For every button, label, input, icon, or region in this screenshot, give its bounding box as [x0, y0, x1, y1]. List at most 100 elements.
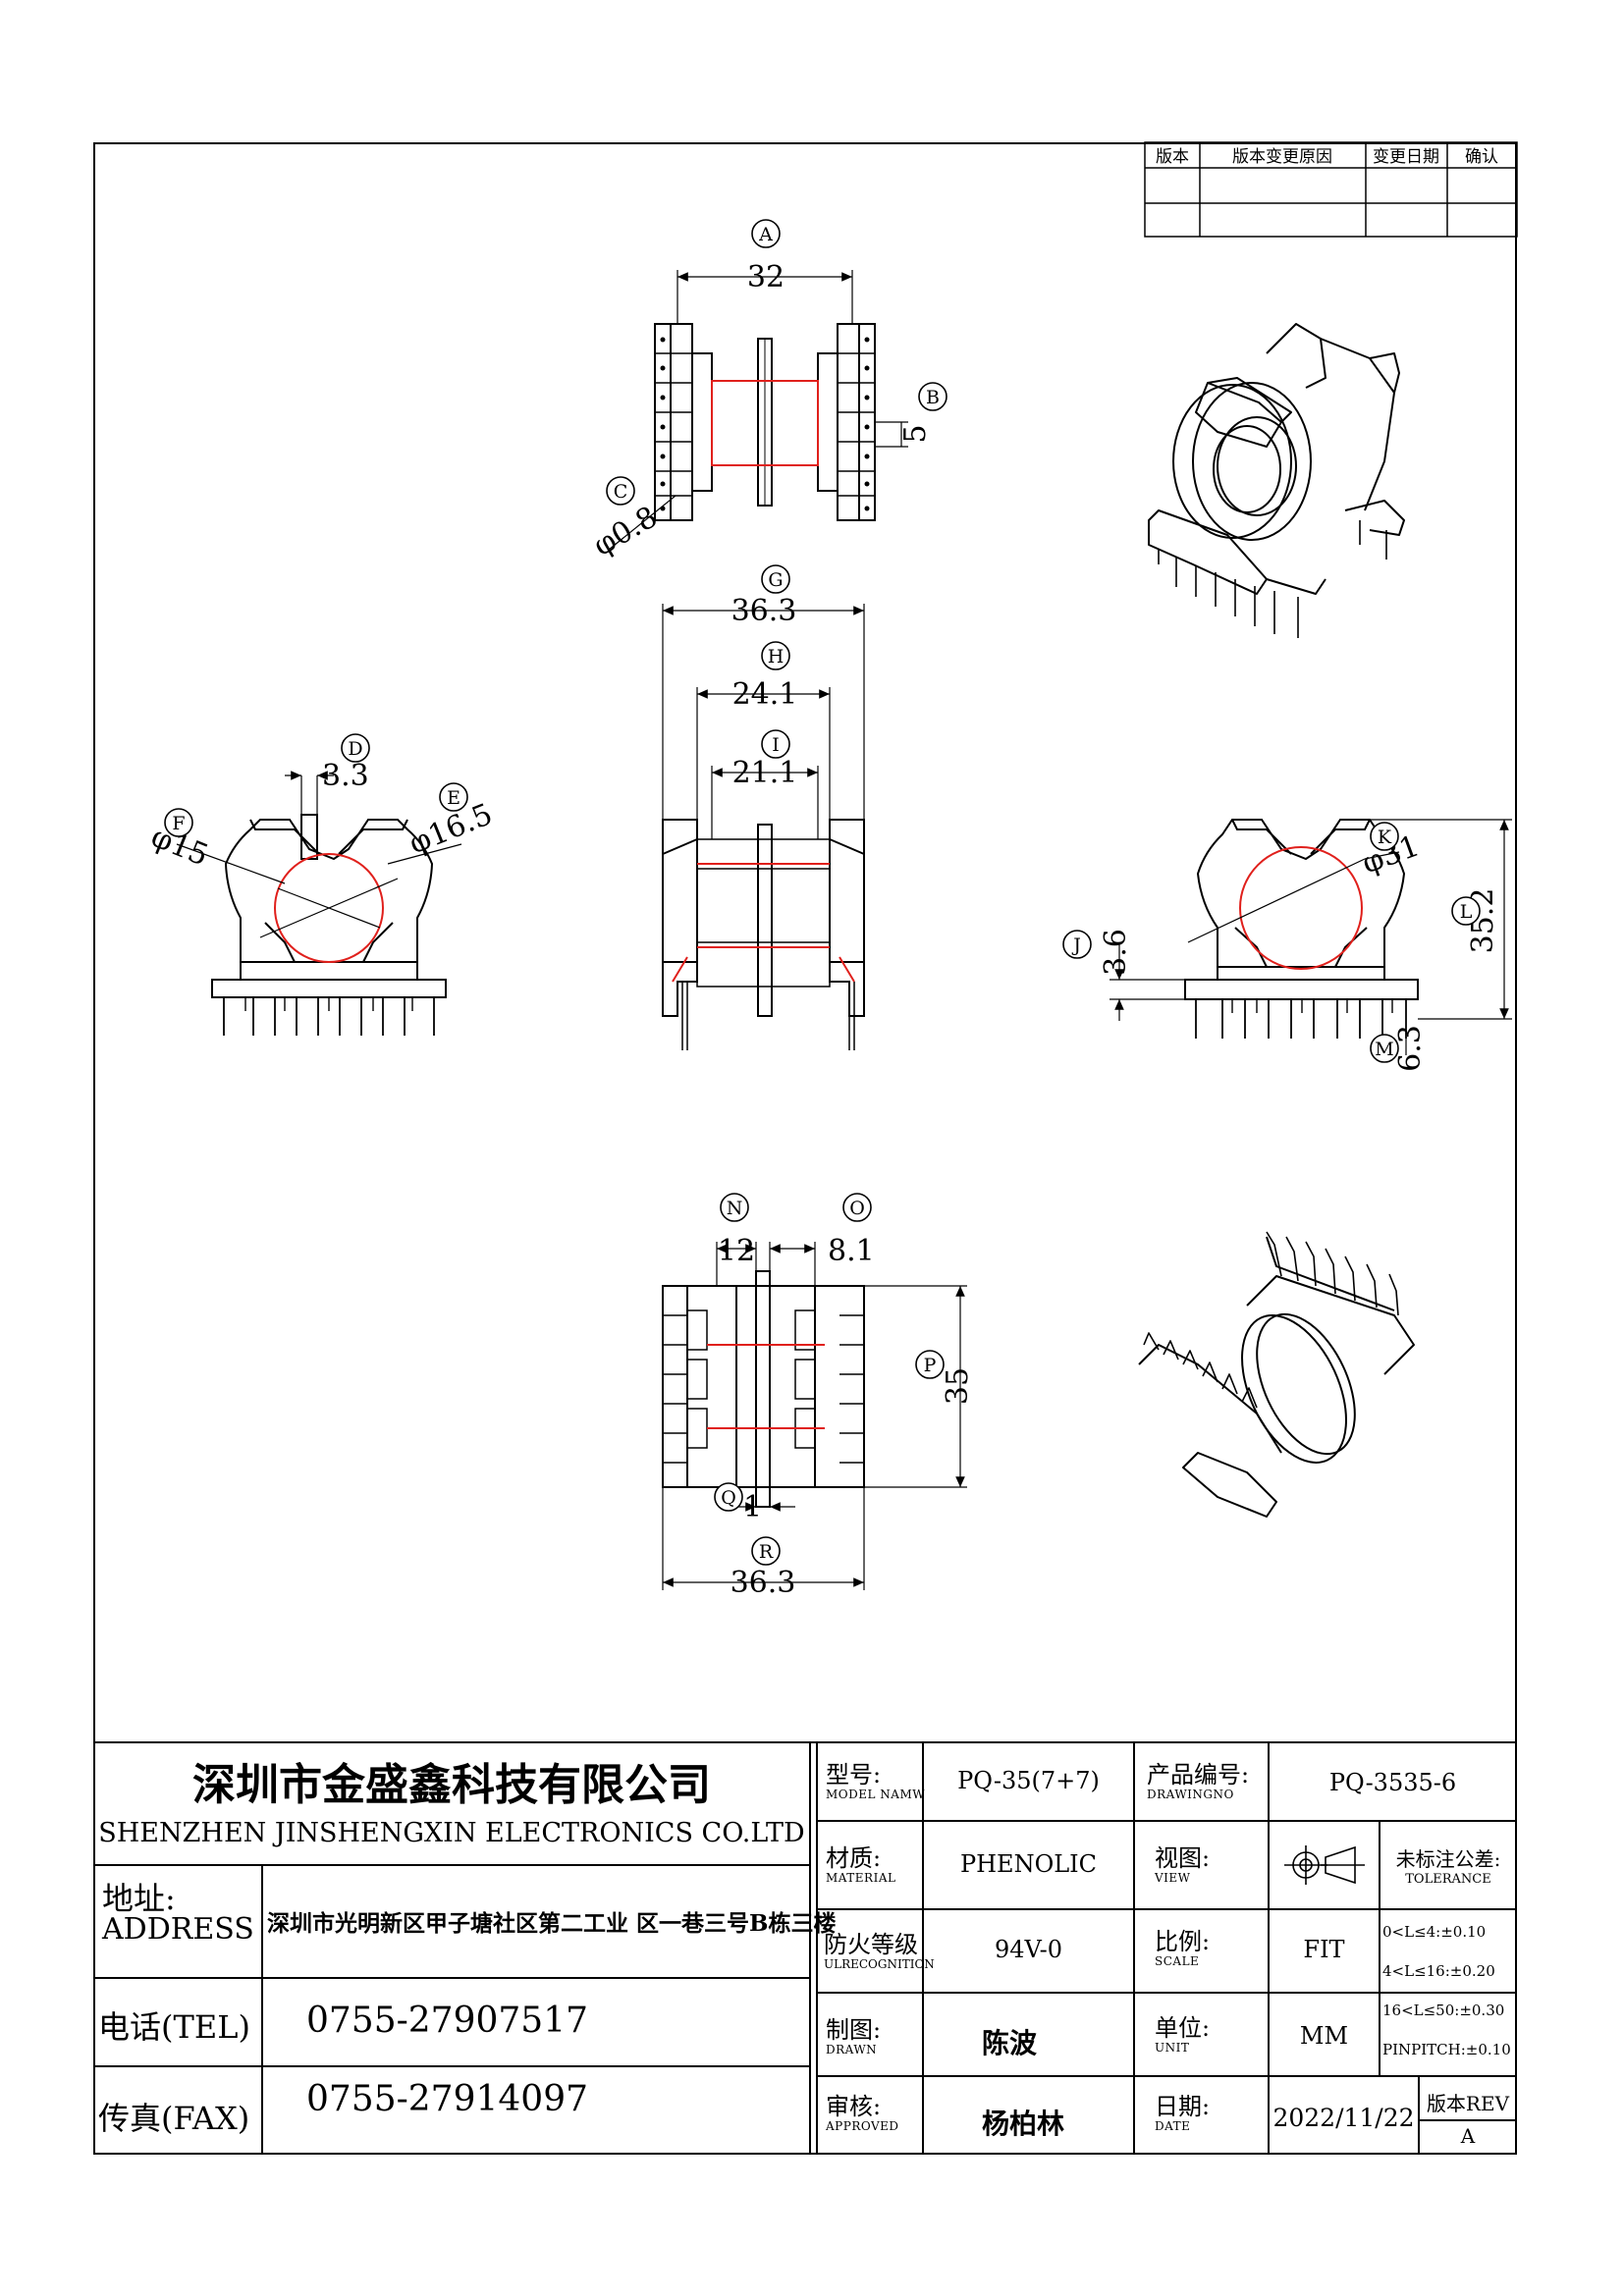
- rev-header-date: 变更日期: [1373, 147, 1439, 167]
- date-label: 日期: DATE: [1149, 2089, 1272, 2138]
- drawn-by-value: 陈波: [982, 2027, 1038, 2059]
- front-view-left-dimensions: [176, 771, 462, 938]
- dimension-bubble-letter: G: [768, 569, 783, 591]
- dimension-bubble-o: O: [842, 1193, 872, 1222]
- dimension-bubble-letter: H: [768, 646, 785, 667]
- rev-header-confirm: 确认: [1465, 147, 1498, 167]
- dimension-bubble-letter: R: [759, 1541, 774, 1563]
- date-value: 2022/11/22: [1272, 2104, 1415, 2132]
- tolerance-label-cn: 未标注公差:: [1395, 1847, 1501, 1871]
- scale-label: 比例: SCALE: [1149, 1924, 1272, 1973]
- tolerance-row: 0<L≤4:±0.10: [1382, 1923, 1487, 1941]
- dim-o-value: 8.1: [828, 1234, 875, 1268]
- side-view-dimensions: [662, 604, 865, 839]
- dimension-bubble-q: Q: [714, 1482, 743, 1512]
- isometric-view-bottom: [1138, 1231, 1415, 1518]
- view-label: 视图: VIEW: [1149, 1841, 1272, 1890]
- dimension-bubble-letter: O: [849, 1198, 865, 1219]
- dimension-bubble-p: P: [915, 1350, 945, 1379]
- title-block-frame: [93, 1741, 1517, 2155]
- part-number-label: 产品编号: DRAWINGNO: [1141, 1757, 1274, 1806]
- scale-label-cn: 比例:: [1155, 1928, 1211, 1955]
- part-number-value: PQ-3535-6: [1328, 1769, 1457, 1796]
- dim-i-value: 21.1: [732, 756, 798, 790]
- approved-label-cn: 审核:: [826, 2093, 882, 2120]
- dim-g-value: 36.3: [731, 594, 797, 628]
- dimension-bubble-c: C: [606, 476, 635, 506]
- model-value: PQ-35(7+7): [957, 1767, 1100, 1794]
- dim-d-value: 3.3: [322, 759, 369, 793]
- company-name-en: SHENZHEN JINSHENGXIN ELECTRONICS CO.LTD: [98, 1818, 805, 1848]
- dim-n-value: 12: [718, 1234, 755, 1268]
- approved-label-en: APPROVED: [826, 2119, 899, 2133]
- model-label-en: MODEL NAMW: [826, 1788, 926, 1801]
- dimension-bubble-j: J: [1062, 930, 1092, 959]
- unit-label-cn: 单位:: [1155, 2014, 1211, 2042]
- date-label-en: DATE: [1155, 2119, 1191, 2133]
- dimension-bubble-letter: M: [1375, 1039, 1393, 1060]
- dim-q-value: 1: [743, 1490, 762, 1524]
- top-view-winding: [711, 380, 819, 466]
- dim-a-value: 32: [747, 260, 785, 294]
- dim-j-value: 3.6: [1099, 929, 1133, 976]
- dimension-bubble-r: R: [751, 1536, 781, 1566]
- dimension-bubble-i: I: [761, 729, 790, 759]
- fire-rating-label-cn: 防火等级: [824, 1931, 918, 1958]
- rev-header-reason: 版本变更原因: [1232, 147, 1332, 167]
- dimension-bubble-e: E: [439, 782, 468, 812]
- dimension-bubble-letter: J: [1071, 934, 1081, 956]
- tolerance-row: PINPITCH:±0.10: [1382, 2041, 1511, 2058]
- dimension-bubble-letter: C: [614, 481, 628, 503]
- projection-symbol-icon: [1284, 1845, 1365, 1885]
- model-label: 型号: MODEL NAMW: [820, 1757, 928, 1806]
- material-value: PHENOLIC: [959, 1850, 1098, 1878]
- dimension-bubble-letter: P: [924, 1355, 937, 1376]
- revision-table: [1144, 141, 1518, 238]
- dimension-bubble-letter: E: [447, 787, 460, 809]
- dimension-bubble-d: D: [341, 733, 370, 763]
- dimension-bubble-a: A: [751, 219, 781, 248]
- dimension-bubble-letter: L: [1460, 901, 1473, 923]
- dim-b-value: 5: [898, 424, 933, 443]
- address-value: 深圳市光明新区甲子塘社区第二工业 区一巷三号B栋三楼: [267, 1910, 837, 1937]
- dimension-bubble-f: F: [164, 808, 193, 837]
- address-label: 地址: ADDRESS: [102, 1883, 259, 1946]
- dimension-bubble-g: G: [761, 564, 790, 594]
- side-view: [662, 819, 865, 1050]
- dim-m-value: 6.3: [1393, 1025, 1428, 1072]
- view-label-en: VIEW: [1155, 1871, 1191, 1885]
- unit-label: 单位: UNIT: [1149, 2010, 1272, 2059]
- tolerance-list: 0<L≤4:±0.10 4<L≤16:±0.20 16<L≤50:±0.30 P…: [1382, 1912, 1517, 2069]
- drawn-label-en: DRAWN: [826, 2043, 878, 2056]
- rev-header-version: 版本: [1156, 147, 1189, 167]
- unit-label-en: UNIT: [1155, 2041, 1190, 2055]
- dimension-bubble-h: H: [761, 641, 790, 670]
- fire-rating-label-en: ULRECOGNITION: [824, 1957, 935, 1971]
- top-view-dimensions: [608, 270, 908, 551]
- dimension-bubble-letter: I: [772, 734, 780, 756]
- approved-by-value: 杨柏林: [982, 2108, 1065, 2140]
- dimension-bubble-letter: Q: [721, 1487, 736, 1509]
- bottom-view-winding: [707, 1344, 825, 1429]
- fax-label: 传真(FAX): [98, 2100, 250, 2137]
- address-label-en: ADDRESS: [102, 1912, 254, 1947]
- front-view-right: [1184, 819, 1419, 1039]
- address-label-cn: 地址:: [102, 1880, 176, 1917]
- material-label: 材质: MATERIAL: [820, 1841, 928, 1890]
- revision-value: A: [1460, 2124, 1476, 2148]
- tolerance-label: 未标注公差: TOLERANCE: [1380, 1843, 1517, 1887]
- dim-h-value: 24.1: [732, 677, 798, 712]
- dim-r-value: 36.3: [731, 1566, 796, 1600]
- dimension-bubble-l: L: [1451, 896, 1481, 926]
- view-label-cn: 视图:: [1155, 1844, 1211, 1872]
- material-label-en: MATERIAL: [826, 1871, 896, 1885]
- dimension-bubble-letter: A: [758, 224, 773, 245]
- isometric-view-top: [1148, 323, 1405, 638]
- revision-label: 版本REV: [1426, 2092, 1510, 2115]
- model-label-cn: 型号:: [826, 1761, 882, 1789]
- dimension-bubble-letter: D: [348, 738, 362, 760]
- side-view-winding: [672, 863, 855, 983]
- unit-value: MM: [1299, 2022, 1349, 2050]
- company-name-cn: 深圳市金盛鑫科技有限公司: [192, 1760, 711, 1810]
